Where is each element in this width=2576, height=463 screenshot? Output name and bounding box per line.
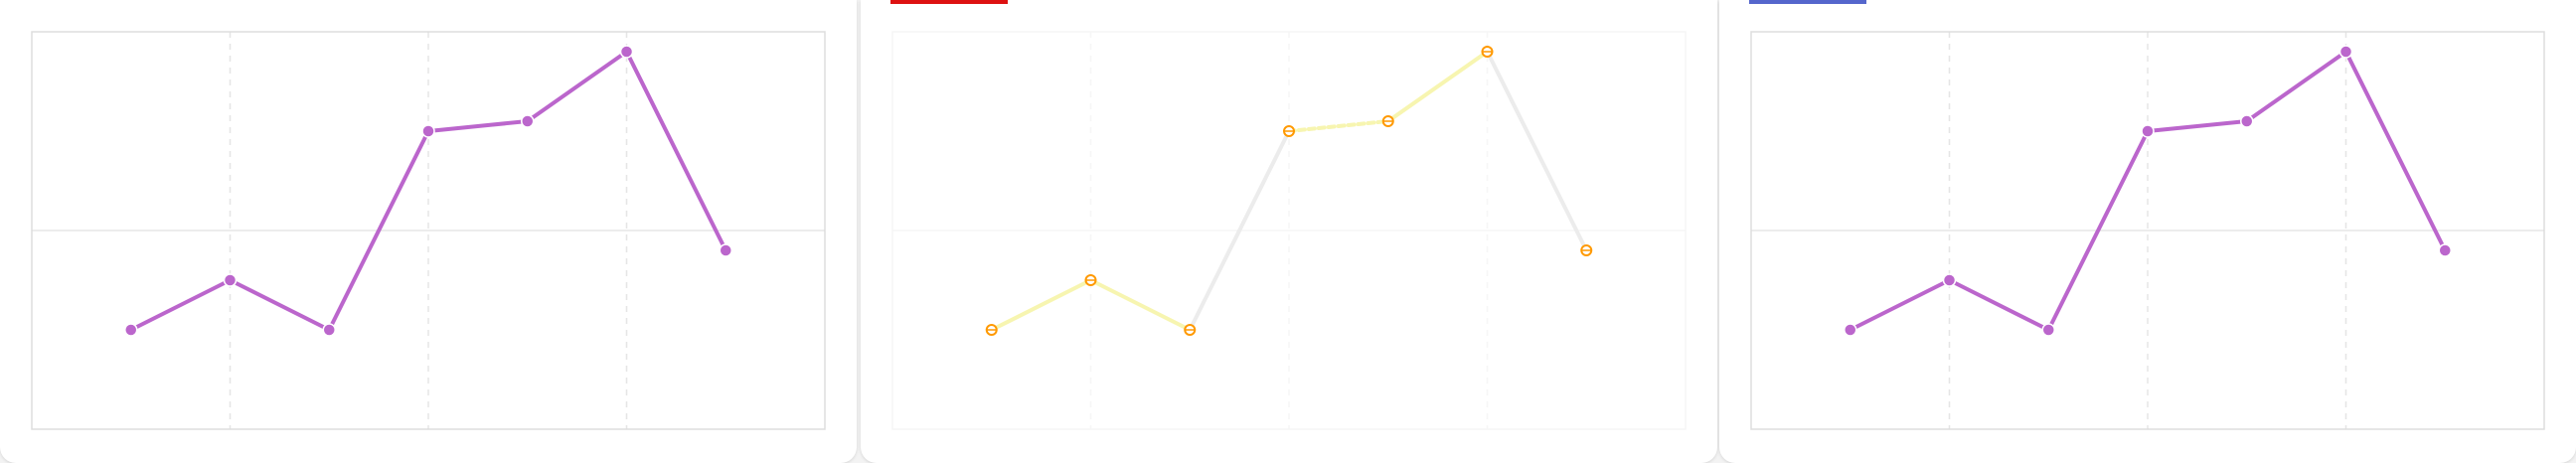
- series-segment: [1385, 50, 1490, 123]
- line-chart-2: [891, 31, 1687, 430]
- data-point: [719, 243, 732, 257]
- series-segment: [1485, 50, 1589, 252]
- selected-tab-indicator: [890, 0, 1008, 4]
- data-point: [521, 114, 535, 128]
- data-point: [2141, 124, 2155, 138]
- series-segment: [1188, 129, 1291, 332]
- data-point: [619, 45, 634, 59]
- data-point: [421, 124, 435, 138]
- data-point: [1942, 273, 1957, 287]
- data-point: [223, 273, 238, 287]
- chart-card-1[interactable]: [0, 0, 857, 463]
- data-point: [1844, 323, 1857, 337]
- chart-card-2[interactable]: [861, 0, 1717, 463]
- selected-tab-indicator: [1749, 0, 1866, 4]
- data-point: [2041, 323, 2055, 337]
- line-chart-3: [1750, 31, 2545, 430]
- data-point: [2338, 45, 2353, 59]
- data-point: [124, 323, 138, 337]
- data-point: [322, 323, 336, 337]
- plot-frame: [1750, 31, 2545, 430]
- plot-frame: [31, 31, 826, 430]
- series-segment: [1088, 278, 1193, 332]
- chart-card-3[interactable]: [1719, 0, 2576, 463]
- data-point: [2438, 243, 2452, 257]
- line-chart-1: [31, 31, 826, 430]
- plot-frame: [891, 31, 1687, 430]
- series-segment: [989, 278, 1093, 332]
- data-point: [2240, 114, 2254, 128]
- series-segment: [1287, 119, 1390, 133]
